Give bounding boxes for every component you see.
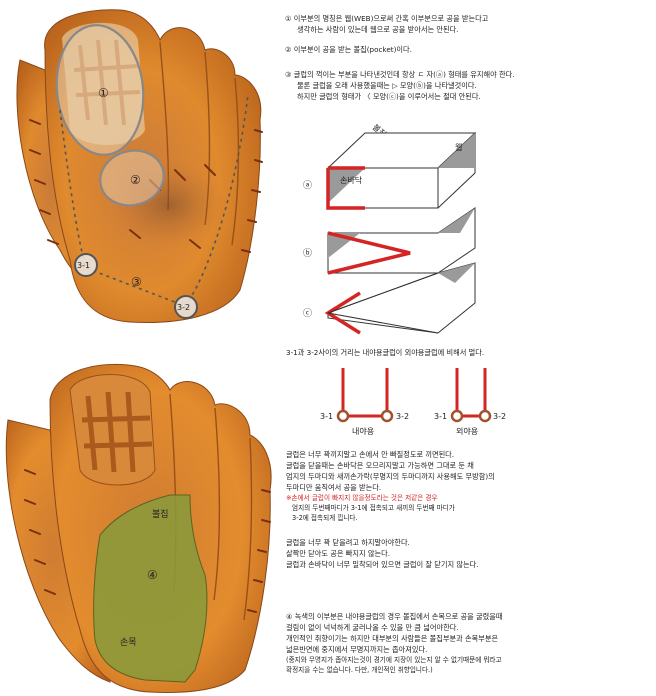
marker-4: ④ (147, 568, 158, 582)
point-3-2-marker (174, 295, 198, 319)
marker-1: ① (98, 86, 109, 100)
sonmok-label: 손목 (120, 637, 137, 648)
note-3-line-3: 하지만 글럽의 형태가 〈 모양(ⓒ)을 이루어서는 절대 안된다. (297, 92, 481, 101)
para-a-note-line-3: 3-2에 접촉되게 낍니다. (292, 514, 358, 522)
distance-diagram: 3-1 3-2 내야용 3-1 3-2 외야용 (320, 368, 506, 436)
para-a-note-line-2: 엄지의 두번째마디가 3-1에 접촉되고 새끼의 두번째 마디가 (292, 504, 455, 512)
bolsal-label: 볼집 (152, 508, 169, 520)
note-3-line-2: 물론 글럽을 오래 사용했을때는 ▷ 모양(ⓑ)을 나타낼것이다. (297, 81, 477, 90)
outfield-3-1: 3-1 (434, 412, 447, 421)
marker-3: ③ (131, 275, 142, 289)
infield-3-1: 3-1 (320, 412, 333, 421)
glove-top-illustration: ① ② ③ 3-1 3-2 (16, 9, 263, 323)
para-a-note-line-1: ※손에서 글럽이 빠지지 않을정도라는 것은 저같은 경우 (286, 494, 438, 502)
outfield-label: 외야용 (456, 426, 478, 436)
area-4-highlight (93, 494, 208, 683)
para-c-line-5: (중지와 무명지가 좁아지는것이 경기에 지장이 있는지 알 수 없기때문에 뭐… (286, 656, 502, 664)
para-a-line-3: 엄지의 두마디와 새끼손가락(무명지의 두마디까지 사용해도 무방함)의 (286, 472, 495, 481)
fold-label-c: ⓒ (303, 308, 312, 319)
para-b-line-3: 글럽과 손바닥이 너무 밀착되어 있으면 글럽이 잘 닫기지 않는다. (286, 560, 479, 569)
para-b-line-2: 살짝만 닫아도 공은 빠지지 않는다. (286, 549, 390, 558)
point-3-1-marker (74, 253, 98, 277)
note-1-line-1: ① 이부분의 명칭은 웹(WEB)으로써 간혹 이부분으로 공을 받는다고 (285, 14, 489, 23)
note-1-line-2: 생각하는 사람이 있는데 웹으로 공을 받아서는 안된다. (297, 25, 459, 34)
infield-3-2: 3-2 (396, 412, 409, 421)
note-3-line-1: ③ 글럽의 꺽이는 부분을 나타낸것인데 항상 ㄷ 자(ⓐ) 형태를 유지해야 … (285, 70, 515, 79)
fold-panel-a: 손바닥 웹 (326, 131, 477, 210)
fold-label-b: ⓑ (303, 248, 312, 259)
marker-3-1: 3-1 (77, 261, 90, 270)
fold-diagram: 볼집 손바닥 웹 ⓐ ⓑ ⓒ (303, 122, 477, 335)
distance-caption: 3-1과 3-2사이의 거리는 내야용글럽이 외야용글럽에 비해서 멀다. (286, 348, 485, 357)
para-a-line-4: 두마디만 움직여서 공을 받는다. (286, 483, 382, 492)
marker-3-2: 3-2 (177, 303, 190, 312)
para-a-line-1: 글럽은 너무 꽉끼지말고 손에서 안 빠질정도로 끼면된다. (286, 450, 455, 459)
fold-label-a: ⓐ (303, 180, 312, 191)
infield-label: 내야용 (352, 426, 374, 436)
para-c-line-6: 확정지을 수는 없습니다. 다만, 개인적인 취향입니다.) (286, 666, 433, 674)
pocket-area-marker (99, 149, 165, 207)
glove-bottom-illustration: 볼집 ④ 손목 (5, 363, 272, 693)
fold-palm-label: 손바닥 (340, 175, 363, 185)
infield-diagram: 3-1 3-2 내야용 (320, 368, 409, 436)
outfield-diagram: 3-1 3-2 외야용 (434, 368, 506, 436)
outfield-3-2: 3-2 (493, 412, 506, 421)
note-2: ② 이부분이 공을 받는 볼집(pocket)이다. (285, 45, 412, 54)
web-area-marker (55, 24, 145, 156)
fold-panel-b (327, 207, 476, 275)
para-c-line-4: 넓은반면에 중지에서 무명지까지는 좁아져있다. (286, 645, 428, 654)
marker-2: ② (130, 173, 141, 187)
para-b-line-1: 글럽을 너무 꽉 닫을려고 하지말아야한다. (286, 538, 410, 547)
fold-web-label: 웹 (455, 143, 462, 152)
para-c-line-1: ④ 녹색의 이부분은 내야용글럽의 경우 볼집에서 손목으로 공을 굴렸을때 (286, 612, 503, 621)
para-a-line-2: 글럽을 닫을때는 손바닥은 오므리지말고 가능하면 그대로 둔 채 (286, 461, 474, 470)
para-c-line-3: 개인적인 취향이기는 하지만 대부분의 사람들은 볼집부분과 손목부분은 (286, 634, 499, 643)
para-c-line-2: 걸림이 없이 넉넉하게 굴러나올 수 있을 만 큼 넓어야한다. (286, 623, 459, 632)
fold-panel-c (324, 262, 476, 335)
